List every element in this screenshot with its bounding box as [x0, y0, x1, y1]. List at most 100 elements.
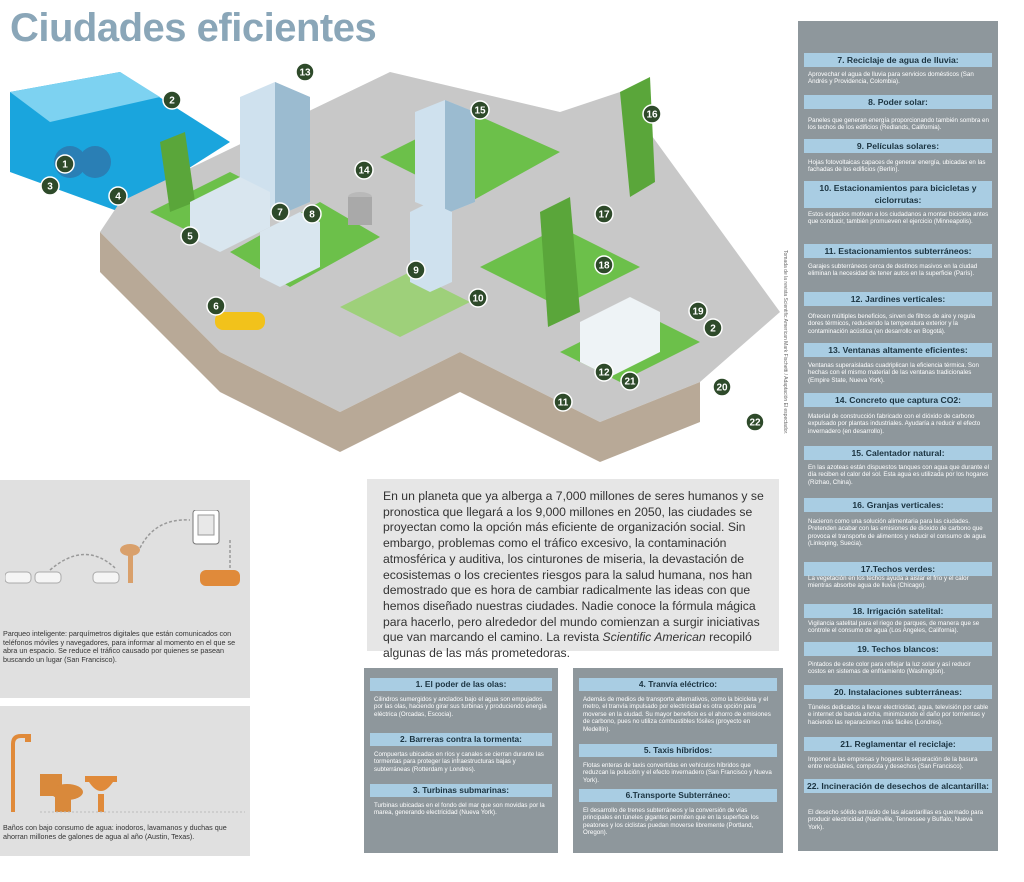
car-icon [34, 571, 62, 584]
right-item-title-10: 16. Granjas verticales: [804, 498, 992, 512]
marker-circle [642, 104, 662, 124]
right-item-body-6: Ofrecen múltiples beneficios, sirven de … [808, 313, 976, 335]
marker-circle [470, 100, 490, 120]
marker-circle [40, 176, 60, 196]
right-item-body-5: Garajes subterráneos cerca de destinos m… [808, 263, 978, 278]
right-item-body-7: Ventanas superaisladas cuadriplican la e… [808, 362, 979, 384]
right-item-body-2: Paneles que generan energía proporcionan… [808, 117, 989, 132]
marker-label: 16 [646, 110, 658, 121]
marker-circle [745, 412, 765, 432]
sink-icon [85, 776, 117, 782]
marker-label: 20 [716, 383, 728, 394]
marker-circle [55, 154, 75, 174]
marker-label: 18 [598, 261, 610, 272]
credit-text: Tomada de la revista Scientific American… [782, 250, 788, 435]
marker-circle [302, 204, 322, 224]
vertical-farm [540, 197, 580, 327]
parking-meter-icon [128, 555, 133, 583]
vertical-farm [160, 132, 195, 212]
marker-label: 13 [299, 68, 311, 79]
intro-box [367, 479, 779, 651]
right-item-title-14: 20. Instalaciones subterráneas: [804, 685, 992, 699]
marker-circle [295, 62, 315, 82]
right-item-title-3: 9. Películas solares: [804, 139, 992, 153]
car-icon [5, 571, 32, 584]
right-item-title-5: 11. Estacionamientos subterráneos: [804, 244, 992, 258]
marker-label: 3 [47, 182, 53, 193]
intro-text: En un planeta que ya alberga a 7,000 mil… [383, 489, 775, 662]
marker-circle [206, 296, 226, 316]
right-item-title-12: 18. Irrigación satelital: [804, 604, 992, 618]
marker-circle [594, 204, 614, 224]
right-item-title-8: 14. Concreto que captura CO2: [804, 393, 992, 407]
right-item-title-7: 13. Ventanas altamente eficientes: [804, 343, 992, 357]
box-left-title-1: 1. El poder de las olas: [370, 678, 552, 691]
building [580, 297, 660, 377]
box-left-title-3: 3. Turbinas submarinas: [370, 784, 552, 797]
marker-label: 12 [598, 368, 610, 379]
box-mid-title-1: 4. Tranvía eléctrico: [579, 678, 777, 691]
water-panel: Baños con bajo consumo de agua: inodoros… [0, 706, 250, 856]
right-item-body-9: En las azoteas están dispuestos tanques … [808, 464, 989, 486]
marker-label: 11 [558, 398, 569, 409]
intro-text-italic: Scientific American [602, 630, 706, 645]
marker-circle [553, 392, 573, 412]
parking-panel: Parqueo inteligente: parquímetros digita… [0, 480, 250, 698]
right-item-title-15: 21. Reglamentar el reciclaje: [804, 737, 992, 751]
shower-icon [11, 734, 27, 812]
credit-line: Tomada de la revista Scientific American… [778, 250, 788, 480]
box-transport: 4. Tranvía eléctrico: Además de medios d… [573, 668, 783, 853]
marker-label: 10 [472, 294, 484, 305]
bathroom-illustration [11, 734, 245, 813]
right-item-body-12: Vigilancia satelital para el riego de pa… [808, 620, 980, 635]
intro-text-a: En un planeta que ya alberga a 7,000 mil… [383, 489, 764, 645]
marker-circle [468, 288, 488, 308]
box-mid-body-2: Flotas enteras de taxis convertidas en v… [583, 762, 772, 784]
parking-text: Parqueo inteligente: parquímetros digita… [3, 629, 236, 664]
right-item-body-1: Aprovechar el agua de lluvia para servic… [808, 71, 974, 86]
box-mid-body-1: Además de medios de transporte alternati… [583, 696, 771, 733]
marker-label: 2 [710, 324, 716, 335]
right-item-title-9: 15. Calentador natural: [804, 446, 992, 460]
marker-circle [688, 301, 708, 321]
box-left-title-2: 2. Barreras contra la tormenta: [370, 733, 552, 746]
marker-label: 22 [749, 418, 761, 429]
marker-circle [594, 362, 614, 382]
right-item-title-2: 8. Poder solar: [804, 95, 992, 109]
right-item-title-16: 22. Incineración de desechos de alcantar… [804, 779, 992, 793]
marker-label: 7 [277, 208, 283, 219]
marker-label: 14 [358, 166, 370, 177]
right-item-body-11: La vegetación en los techos ayuda a aisl… [808, 575, 969, 590]
right-item-body-13: Pintados de este color para reflejar la … [808, 661, 971, 676]
right-item-body-14: Túneles dedicados a llevar electricidad,… [808, 704, 989, 726]
marker-circle [180, 226, 200, 246]
marker-circle [703, 318, 723, 338]
marker-label: 9 [413, 266, 419, 277]
marker-label: 17 [598, 210, 610, 221]
right-column-panel: 7. Reciclaje de agua de lluvia:Aprovecha… [798, 21, 998, 851]
right-item-body-16: El desecho sólido extraído de las alcant… [808, 809, 984, 831]
right-item-body-4: Estos espacios motivan a los ciudadanos … [808, 211, 989, 226]
marker-circle [162, 90, 182, 110]
box-left-body-2: Compuertas ubicadas en ríos y canales se… [374, 751, 544, 773]
intro-text-b: recopiló algunas de las más prometedoras… [383, 630, 752, 661]
tram [215, 312, 265, 330]
right-item-body-10: Nacieron como una solución alimentaria p… [808, 518, 986, 548]
building [190, 177, 270, 252]
marker-circle [594, 255, 614, 275]
box-ocean-energy: 1. El poder de las olas: Cilindros sumer… [364, 668, 558, 853]
marker-label: 6 [213, 302, 219, 313]
marker-label: 1 [62, 160, 68, 171]
box-mid-body-3: El desarrollo de trenes subterráneos y l… [583, 807, 759, 837]
right-item-title-13: 19. Techos blancos: [804, 642, 992, 656]
marker-circle [354, 160, 374, 180]
box-left-body-1: Cilindros sumergidos y anclados bajo el … [374, 696, 547, 718]
marker-circle [270, 202, 290, 222]
right-item-title-11: 17.Techos verdes: [804, 562, 992, 576]
marker-label: 21 [624, 377, 636, 388]
marker-label: 15 [474, 106, 486, 117]
marker-label: 8 [309, 210, 315, 221]
wave-turbine [79, 146, 111, 178]
